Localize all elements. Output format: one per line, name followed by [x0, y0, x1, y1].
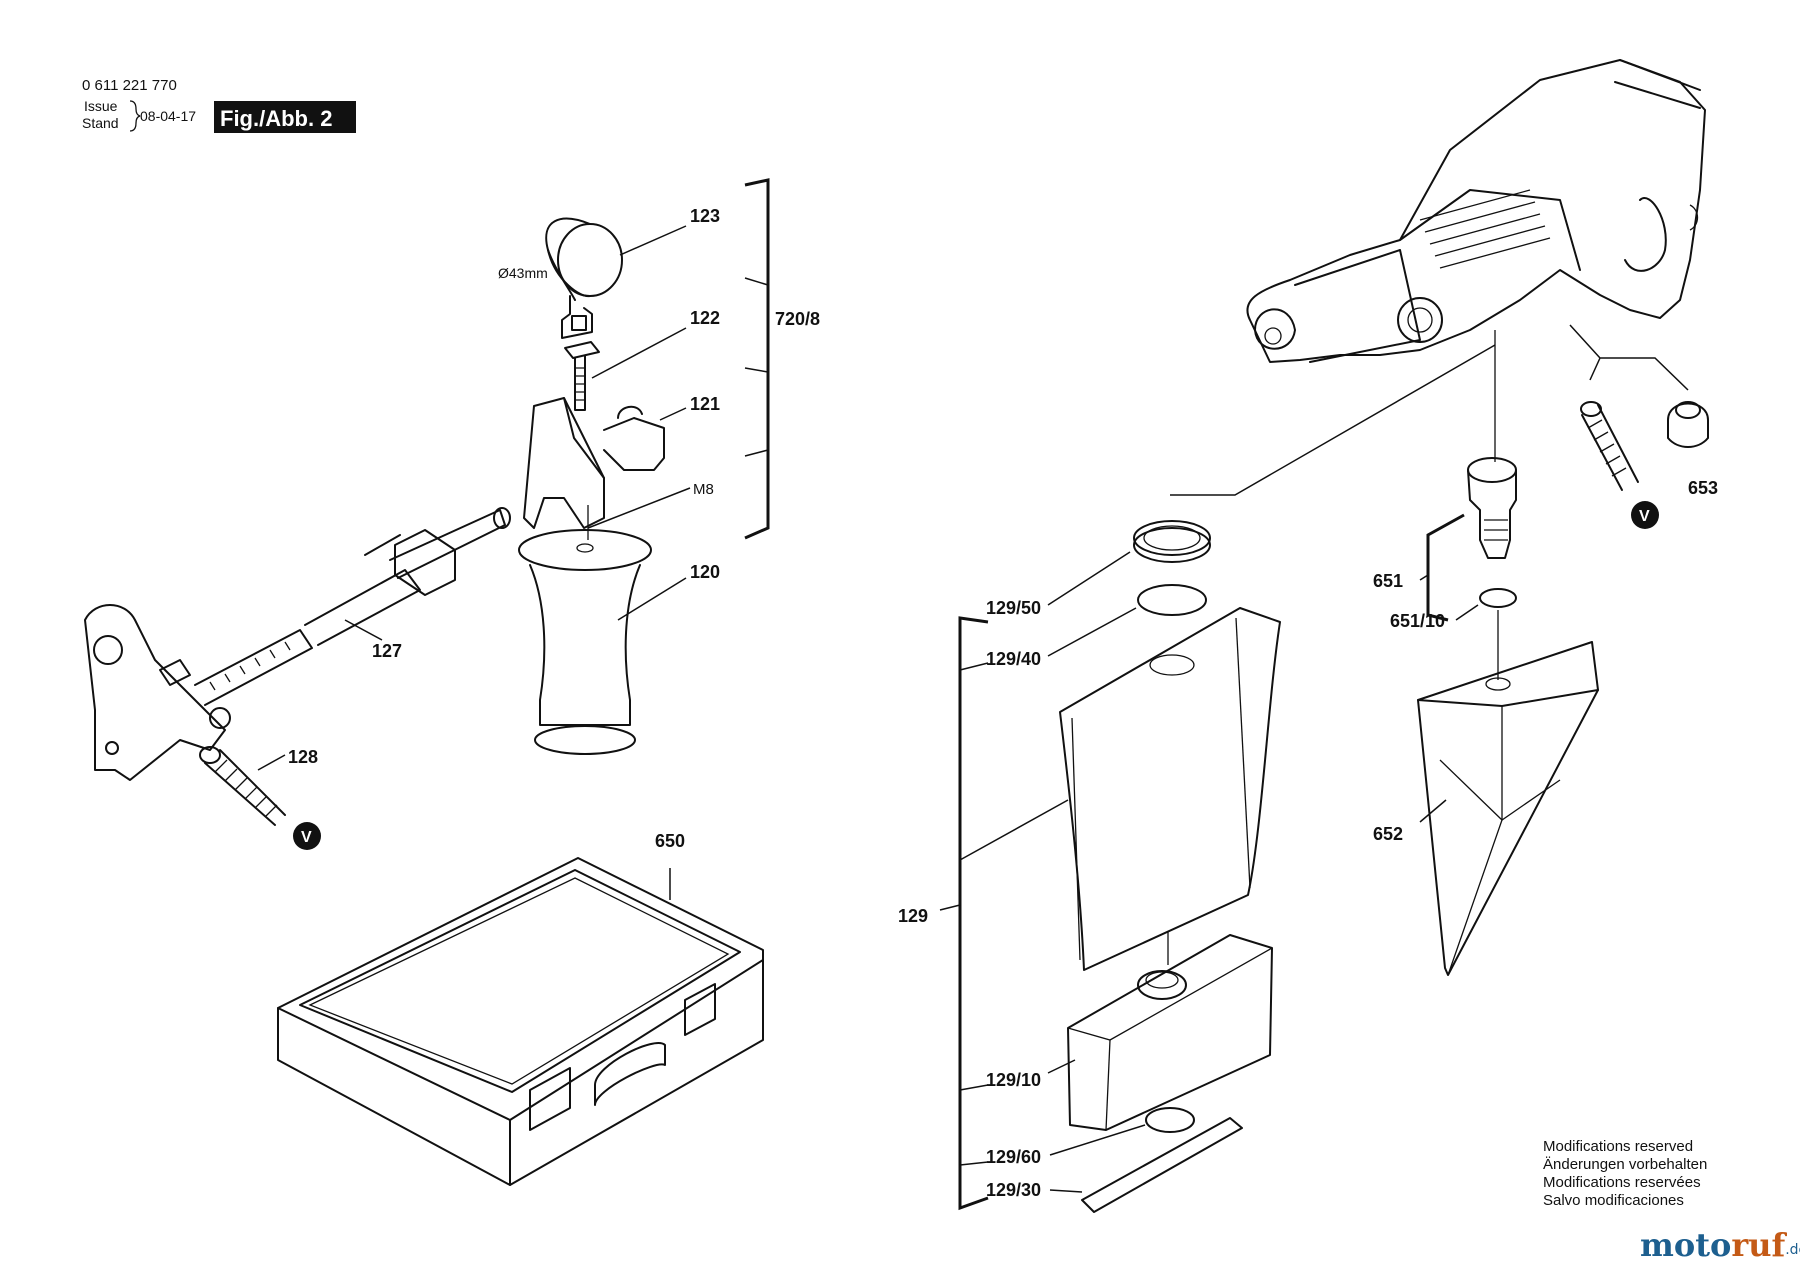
part-127-depth-gauge — [84, 507, 511, 781]
leader-129-50 — [1047, 551, 1131, 606]
part-number: 0 611 221 770 — [82, 77, 177, 94]
label-120: 120 — [690, 562, 720, 582]
label-m8: M8 — [693, 481, 714, 498]
label-650: 650 — [655, 831, 685, 851]
brand-name-part1: moto — [1640, 1226, 1731, 1264]
brand-tld: .de — [1785, 1242, 1800, 1258]
label-129-60: 129/60 — [986, 1147, 1041, 1167]
diameter-label: Ø43mm — [498, 265, 548, 281]
note-line-1: Modifications reserved — [1543, 1138, 1693, 1155]
v-marker-right-text: V — [1639, 508, 1650, 525]
part-129-dust-bag — [1059, 607, 1281, 971]
label-129-30: 129/30 — [986, 1180, 1041, 1200]
part-653-knob — [1667, 401, 1709, 448]
part-129-10-container — [1067, 932, 1273, 1131]
part-121-holder — [523, 397, 665, 529]
leader-129-main — [939, 904, 961, 911]
bracket-129 — [958, 616, 989, 1211]
leader-651 — [1419, 574, 1429, 581]
label-651: 651 — [1373, 571, 1403, 591]
modification-notes: Modifications reserved Änderungen vorbeh… — [1543, 1138, 1707, 1209]
bracket-720-8-ticks — [744, 277, 769, 457]
label-129-10: 129/10 — [986, 1070, 1041, 1090]
leader-129-30 — [1049, 1189, 1083, 1193]
label-127: 127 — [372, 641, 402, 661]
stand-label: Stand — [82, 115, 119, 131]
bracket-129-ticks — [959, 662, 989, 1166]
v-marker-left-text: V — [301, 829, 312, 846]
part-651-adapter — [1467, 457, 1517, 559]
leader-129-10 — [1047, 1059, 1076, 1074]
label-652: 652 — [1373, 824, 1403, 844]
label-129-50: 129/50 — [986, 598, 1041, 618]
leader-651-10 — [1455, 604, 1479, 621]
leader-122 — [591, 327, 687, 379]
label-122: 122 — [690, 308, 720, 328]
issue-label: Issue — [84, 98, 118, 114]
figure-badge-text: Fig./Abb. 2 — [220, 106, 332, 131]
brand-name-part2: ruf — [1731, 1226, 1787, 1264]
part-123-clamp-ring — [545, 217, 623, 339]
leader-121 — [659, 407, 687, 421]
svg-text:motoruf.de: motoruf.de — [1640, 1226, 1800, 1264]
label-128: 128 — [288, 747, 318, 767]
part-650-carrying-case — [277, 857, 764, 1186]
part-120-side-handle — [518, 529, 652, 755]
note-line-2: Änderungen vorbehalten — [1543, 1156, 1707, 1173]
part-129-50-ring — [1133, 520, 1211, 563]
leader-drill-to-653 — [1569, 324, 1689, 391]
label-651-10: 651/10 — [1390, 611, 1445, 631]
part-652-filter-bag — [1417, 641, 1599, 976]
part-spring-right — [1580, 401, 1639, 491]
part-129-40-seal — [1137, 584, 1207, 616]
part-rotary-hammer-body — [1246, 59, 1706, 363]
label-129-40: 129/40 — [986, 649, 1041, 669]
label-123: 123 — [690, 206, 720, 226]
label-653: 653 — [1688, 478, 1718, 498]
leader-127 — [344, 619, 383, 641]
part-129-30-rail — [1081, 1117, 1243, 1213]
issue-date: 08-04-17 — [140, 108, 196, 124]
label-720-8: 720/8 — [775, 309, 820, 329]
part-651-10-o-ring — [1479, 588, 1517, 608]
bracket-720-8 — [744, 178, 770, 540]
v-marker-right: V — [1631, 501, 1659, 529]
issue-brace — [129, 100, 141, 132]
label-121: 121 — [690, 394, 720, 414]
part-128-spring — [199, 746, 286, 826]
note-line-4: Salvo modificaciones — [1543, 1192, 1684, 1209]
part-122-screw — [564, 341, 600, 411]
leader-129-40 — [1047, 607, 1137, 657]
leader-123 — [619, 225, 687, 256]
note-line-3: Modifications reservées — [1543, 1174, 1701, 1191]
leader-129 — [959, 799, 1069, 861]
brand-logo: motoruf.de — [1640, 1226, 1800, 1264]
part-129-60-disc — [1145, 1107, 1195, 1133]
bracket-651 — [1426, 513, 1465, 622]
leader-120 — [617, 577, 687, 621]
label-129: 129 — [898, 906, 928, 926]
leader-652 — [1419, 799, 1447, 823]
figure-badge: Fig./Abb. 2 — [214, 101, 356, 133]
leader-drill-to-extraction — [1170, 344, 1496, 496]
leader-129-60 — [1049, 1124, 1146, 1156]
leader-m8 — [587, 487, 691, 529]
v-marker-left: V — [293, 822, 321, 850]
leader-128 — [257, 754, 286, 771]
